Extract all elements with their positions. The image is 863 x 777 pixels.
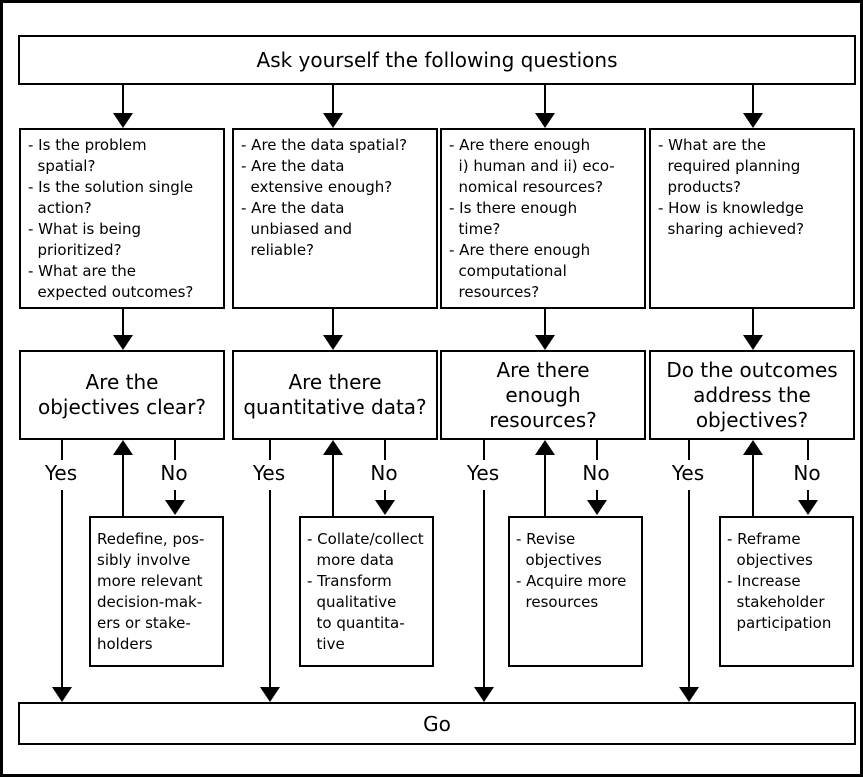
- yes-branch-line: [61, 490, 63, 688]
- yes-branch-line: [688, 440, 690, 460]
- yes-branch-line: [61, 440, 63, 460]
- remedy-item: - Collate/collect more data: [307, 530, 424, 569]
- no-branch-line: [596, 490, 598, 501]
- title-box: Ask yourself the following questions: [18, 35, 856, 85]
- column-data: - Are the data spatial? - Are the data e…: [229, 3, 438, 774]
- yes-branch-line: [269, 440, 271, 460]
- connector-line: [544, 85, 546, 114]
- arrow-down-icon: [535, 335, 555, 350]
- arrow-down-icon: [323, 113, 343, 128]
- connector-line: [752, 309, 754, 336]
- question-box: - Are there enough i) human and ii) eco-…: [440, 128, 646, 309]
- question-item: - Are there enough i) human and ii) eco-…: [449, 136, 615, 196]
- arrow-down-icon: [52, 687, 72, 702]
- yes-label: Yes: [21, 460, 101, 487]
- title-text: Ask yourself the following questions: [256, 48, 618, 72]
- question-item: - What are the expected outcomes?: [28, 262, 194, 301]
- arrow-down-icon: [113, 335, 133, 350]
- no-branch-line: [174, 490, 176, 501]
- no-label: No: [767, 460, 847, 487]
- remedy-item: - Reframe objectives: [727, 530, 813, 569]
- question-item: - Are there enough computational resourc…: [449, 241, 591, 301]
- arrow-down-icon: [798, 500, 818, 515]
- no-label: No: [134, 460, 214, 487]
- arrow-up-icon: [323, 440, 343, 455]
- decision-box: Are the objectives clear?: [19, 350, 225, 440]
- arrow-up-icon: [113, 440, 133, 455]
- column-resources: - Are there enough i) human and ii) eco-…: [440, 3, 646, 774]
- connector-line: [752, 85, 754, 114]
- no-branch-line: [807, 490, 809, 501]
- yes-label: Yes: [648, 460, 728, 487]
- arrow-down-icon: [165, 500, 185, 515]
- connector-line: [332, 309, 334, 336]
- remedy-item: - Increase stakeholder participation: [727, 572, 832, 632]
- arrow-down-icon: [743, 113, 763, 128]
- feedback-line: [122, 453, 124, 516]
- question-item: - What are the required planning product…: [658, 136, 801, 196]
- decision-box: Do the outcomes address the objectives?: [649, 350, 855, 440]
- decision-box: Are there enough resources?: [440, 350, 646, 440]
- no-branch-line: [807, 440, 809, 460]
- question-item: - Are the data unbiased and reliable?: [241, 199, 352, 259]
- arrow-down-icon: [679, 687, 699, 702]
- connector-line: [122, 85, 124, 114]
- arrow-up-icon: [535, 440, 555, 455]
- remedy-item: - Transform qualitative to quantita- tiv…: [307, 572, 405, 653]
- arrow-down-icon: [260, 687, 280, 702]
- arrow-down-icon: [535, 113, 555, 128]
- remedy-box: - Revise objectives - Acquire more resou…: [508, 516, 643, 667]
- question-item: - Is the problem spatial?: [28, 136, 147, 175]
- question-box: - Are the data spatial? - Are the data e…: [232, 128, 438, 309]
- connector-line: [544, 309, 546, 336]
- question-box: - Is the problem spatial? - Is the solut…: [19, 128, 225, 309]
- arrow-down-icon: [323, 335, 343, 350]
- arrow-down-icon: [113, 113, 133, 128]
- arrow-down-icon: [743, 335, 763, 350]
- arrow-down-icon: [375, 500, 395, 515]
- question-item: - Is there enough time?: [449, 199, 578, 238]
- remedy-box: - Reframe objectives - Increase stakehol…: [719, 516, 854, 667]
- no-branch-line: [596, 440, 598, 460]
- column-objectives: - Is the problem spatial? - Is the solut…: [19, 3, 225, 774]
- arrow-down-icon: [587, 500, 607, 515]
- go-box: Go: [18, 702, 856, 745]
- remedy-item: - Acquire more resources: [516, 572, 627, 611]
- feedback-line: [544, 453, 546, 516]
- no-label: No: [556, 460, 636, 487]
- feedback-line: [752, 453, 754, 516]
- decision-box: Are there quantitative data?: [232, 350, 438, 440]
- no-branch-line: [174, 440, 176, 460]
- remedy-box: - Collate/collect more data - Transform …: [299, 516, 434, 667]
- remedy-box: Redefine, pos- sibly involve more releva…: [89, 516, 224, 667]
- no-branch-line: [384, 490, 386, 501]
- question-item: - Are the data extensive enough?: [241, 157, 393, 196]
- question-item: - Is the solution single action?: [28, 178, 194, 217]
- remedy-item: - Revise objectives: [516, 530, 602, 569]
- yes-branch-line: [483, 490, 485, 688]
- question-item: - Are the data spatial?: [241, 136, 408, 154]
- no-branch-line: [384, 440, 386, 460]
- question-item: - How is knowledge sharing achieved?: [658, 199, 805, 238]
- no-label: No: [344, 460, 424, 487]
- arrow-down-icon: [474, 687, 494, 702]
- yes-branch-line: [269, 490, 271, 688]
- column-outcomes: - What are the required planning product…: [648, 3, 855, 774]
- question-item: - What is being prioritized?: [28, 220, 142, 259]
- connector-line: [332, 85, 334, 114]
- yes-label: Yes: [229, 460, 309, 487]
- yes-branch-line: [483, 440, 485, 460]
- yes-label: Yes: [443, 460, 523, 487]
- go-text: Go: [423, 711, 451, 736]
- arrow-up-icon: [743, 440, 763, 455]
- yes-branch-line: [688, 490, 690, 688]
- remedy-item: Redefine, pos- sibly involve more releva…: [97, 530, 205, 653]
- connector-line: [122, 309, 124, 336]
- question-box: - What are the required planning product…: [649, 128, 855, 309]
- feedback-line: [332, 453, 334, 516]
